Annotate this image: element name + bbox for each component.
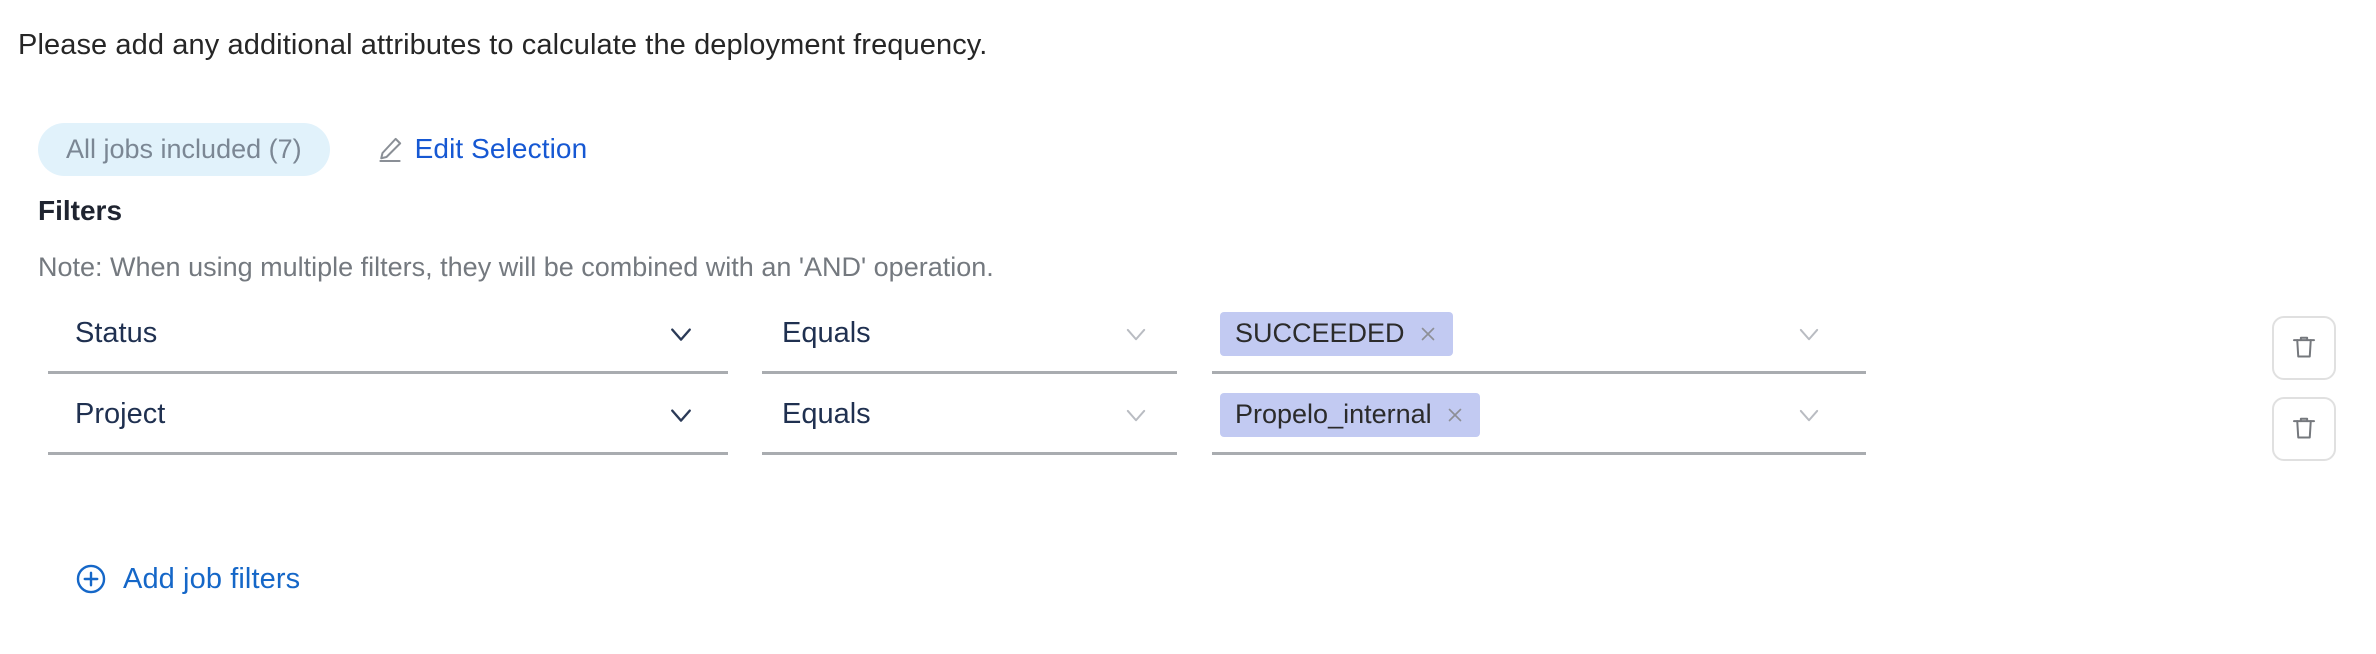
edit-selection-link[interactable]: Edit Selection bbox=[375, 133, 588, 165]
filter-attribute-select[interactable]: Status bbox=[48, 296, 728, 374]
chevron-down-icon[interactable] bbox=[1788, 313, 1830, 355]
chevron-down-icon[interactable] bbox=[660, 313, 702, 355]
trash-icon bbox=[2289, 413, 2319, 446]
add-job-filters-label: Add job filters bbox=[123, 562, 301, 595]
filter-value-chips: Propelo_internal bbox=[1212, 392, 1788, 437]
delete-filter-button[interactable] bbox=[2272, 397, 2336, 461]
jobs-selection-row: All jobs included (7) Edit Selection bbox=[38, 121, 587, 177]
filter-value-select[interactable]: Propelo_internal bbox=[1212, 377, 1866, 455]
chevron-down-icon[interactable] bbox=[1115, 394, 1157, 436]
filter-row: Status Equals SUCCEEDED bbox=[0, 296, 2376, 392]
filter-value-select[interactable]: SUCCEEDED bbox=[1212, 296, 1866, 374]
chevron-down-icon[interactable] bbox=[1115, 313, 1157, 355]
filter-operator-select[interactable]: Equals bbox=[762, 296, 1177, 374]
chevron-down-icon[interactable] bbox=[1788, 394, 1830, 436]
filter-operator-select[interactable]: Equals bbox=[762, 377, 1177, 455]
filters-heading: Filters bbox=[38, 195, 123, 226]
filter-operator-value: Equals bbox=[782, 317, 871, 349]
close-icon[interactable] bbox=[1414, 320, 1442, 348]
intro-text: Please add any additional attributes to … bbox=[18, 29, 988, 61]
filter-value-chip-label: SUCCEEDED bbox=[1235, 318, 1405, 348]
plus-circle-icon bbox=[74, 562, 108, 596]
delete-filter-button[interactable] bbox=[2272, 316, 2336, 380]
edit-selection-label: Edit Selection bbox=[414, 133, 588, 164]
jobs-included-badge: All jobs included (7) bbox=[38, 122, 330, 176]
filters-note: Note: When using multiple filters, they … bbox=[38, 252, 994, 282]
filter-value-chip[interactable]: SUCCEEDED bbox=[1220, 311, 1453, 356]
trash-icon bbox=[2289, 332, 2319, 365]
filter-attribute-value: Status bbox=[75, 317, 158, 349]
pencil-icon bbox=[375, 134, 405, 164]
filter-attribute-select[interactable]: Project bbox=[48, 377, 728, 455]
filter-value-chips: SUCCEEDED bbox=[1212, 311, 1788, 356]
filter-operator-value: Equals bbox=[782, 398, 871, 430]
chevron-down-icon[interactable] bbox=[660, 394, 702, 436]
close-icon[interactable] bbox=[1441, 401, 1469, 429]
filter-row: Project Equals Propelo_internal bbox=[0, 377, 2376, 473]
filter-value-chip-label: Propelo_internal bbox=[1235, 399, 1432, 429]
filter-attribute-value: Project bbox=[75, 398, 166, 430]
add-job-filters-button[interactable]: Add job filters bbox=[74, 562, 300, 596]
filter-value-chip[interactable]: Propelo_internal bbox=[1220, 392, 1480, 437]
